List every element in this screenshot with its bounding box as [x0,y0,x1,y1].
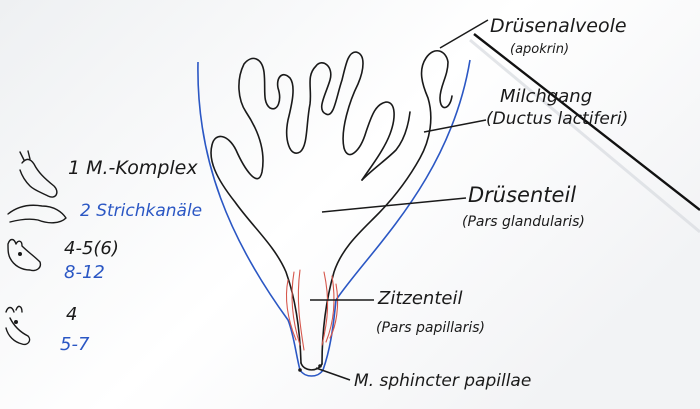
pointer-stick [473,33,700,211]
species-horse-line2: 2 Strichkanäle [80,201,202,221]
pointer-shadow [469,38,700,234]
label-druesenteil-sub: (Pars glandularis) [462,214,585,230]
label-druesenteil: Drüsenteil [468,183,576,207]
species-dog-line2: 5-7 [60,334,90,355]
pig-head-icon [7,238,42,272]
udder-skin-outline [197,59,471,377]
label-druesenalveole: Drüsenalveole [490,15,627,37]
teat-sinus [285,269,339,351]
sphincter-dot-right [318,364,322,368]
species-pig-line2: 8-12 [64,262,105,283]
label-sphincter: M. sphincter papillae [354,371,531,391]
species-dog-line1: 4 [66,304,77,325]
label-zitzenteil-sub: (Pars papillaris) [376,320,485,336]
label-milchgang-sub: (Ductus lactiferi) [486,109,628,129]
species-horse-line1: 1 M.-Komplex [68,157,198,179]
dog-head-icon [5,305,31,346]
label-druesenalveole-sub: (apokrin) [510,42,569,57]
horse-head-icon [7,150,67,224]
leader-lines [310,19,489,381]
label-zitzenteil: Zitzenteil [377,288,462,309]
label-milchgang: Milchgang [500,86,592,107]
species-pig-line1: 4-5(6) [64,238,119,259]
sphincter-dot-left [298,368,302,372]
